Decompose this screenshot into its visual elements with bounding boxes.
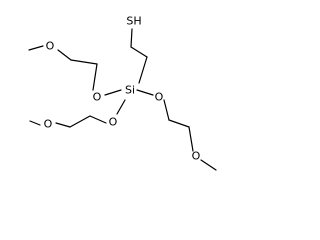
bond-s-c1 [130,28,133,48]
bond-oright-c [163,99,170,121]
oxygen-methoxy-bottom-label: O [44,118,53,131]
bond-oleft-c [92,63,98,91]
atom-labels: SH Si O O O O O O [44,15,201,163]
oxygen-si-right-label: O [155,91,164,104]
bond-c-o-lowerleft [55,122,71,128]
bond-o-me-lowerleft [29,120,41,126]
oxygen-si-left-label: O [93,91,102,104]
molecule-diagram: SH Si O O O O O O [28,15,217,171]
bond-c2-si [138,56,148,84]
bond-si-o-left [104,89,122,96]
structure-canvas: SH Si O O O O O O [28,15,217,171]
oxygen-si-bottom-label: O [109,116,118,129]
thiol-label: SH [126,15,141,28]
bond-c-c-upperleft [70,59,98,65]
silicon-label: Si [125,84,135,97]
bond-c-c-lowerleft [69,115,91,128]
bond-obottom-c [89,115,107,124]
bond-c1-c2 [130,46,148,58]
oxygen-methoxy-top-label: O [46,40,55,53]
bond-o-me-right [200,159,217,171]
oxygen-methoxy-right-label: O [192,150,201,163]
bond-o-me-upperleft [28,45,44,51]
bond-si-o-bottom [116,99,126,115]
bond-c-o-upperleft [57,49,72,61]
bond-si-o-right [136,89,154,96]
bonds [28,28,217,171]
bond-c-o-right [188,126,194,152]
bond-c-c-right [168,119,190,128]
